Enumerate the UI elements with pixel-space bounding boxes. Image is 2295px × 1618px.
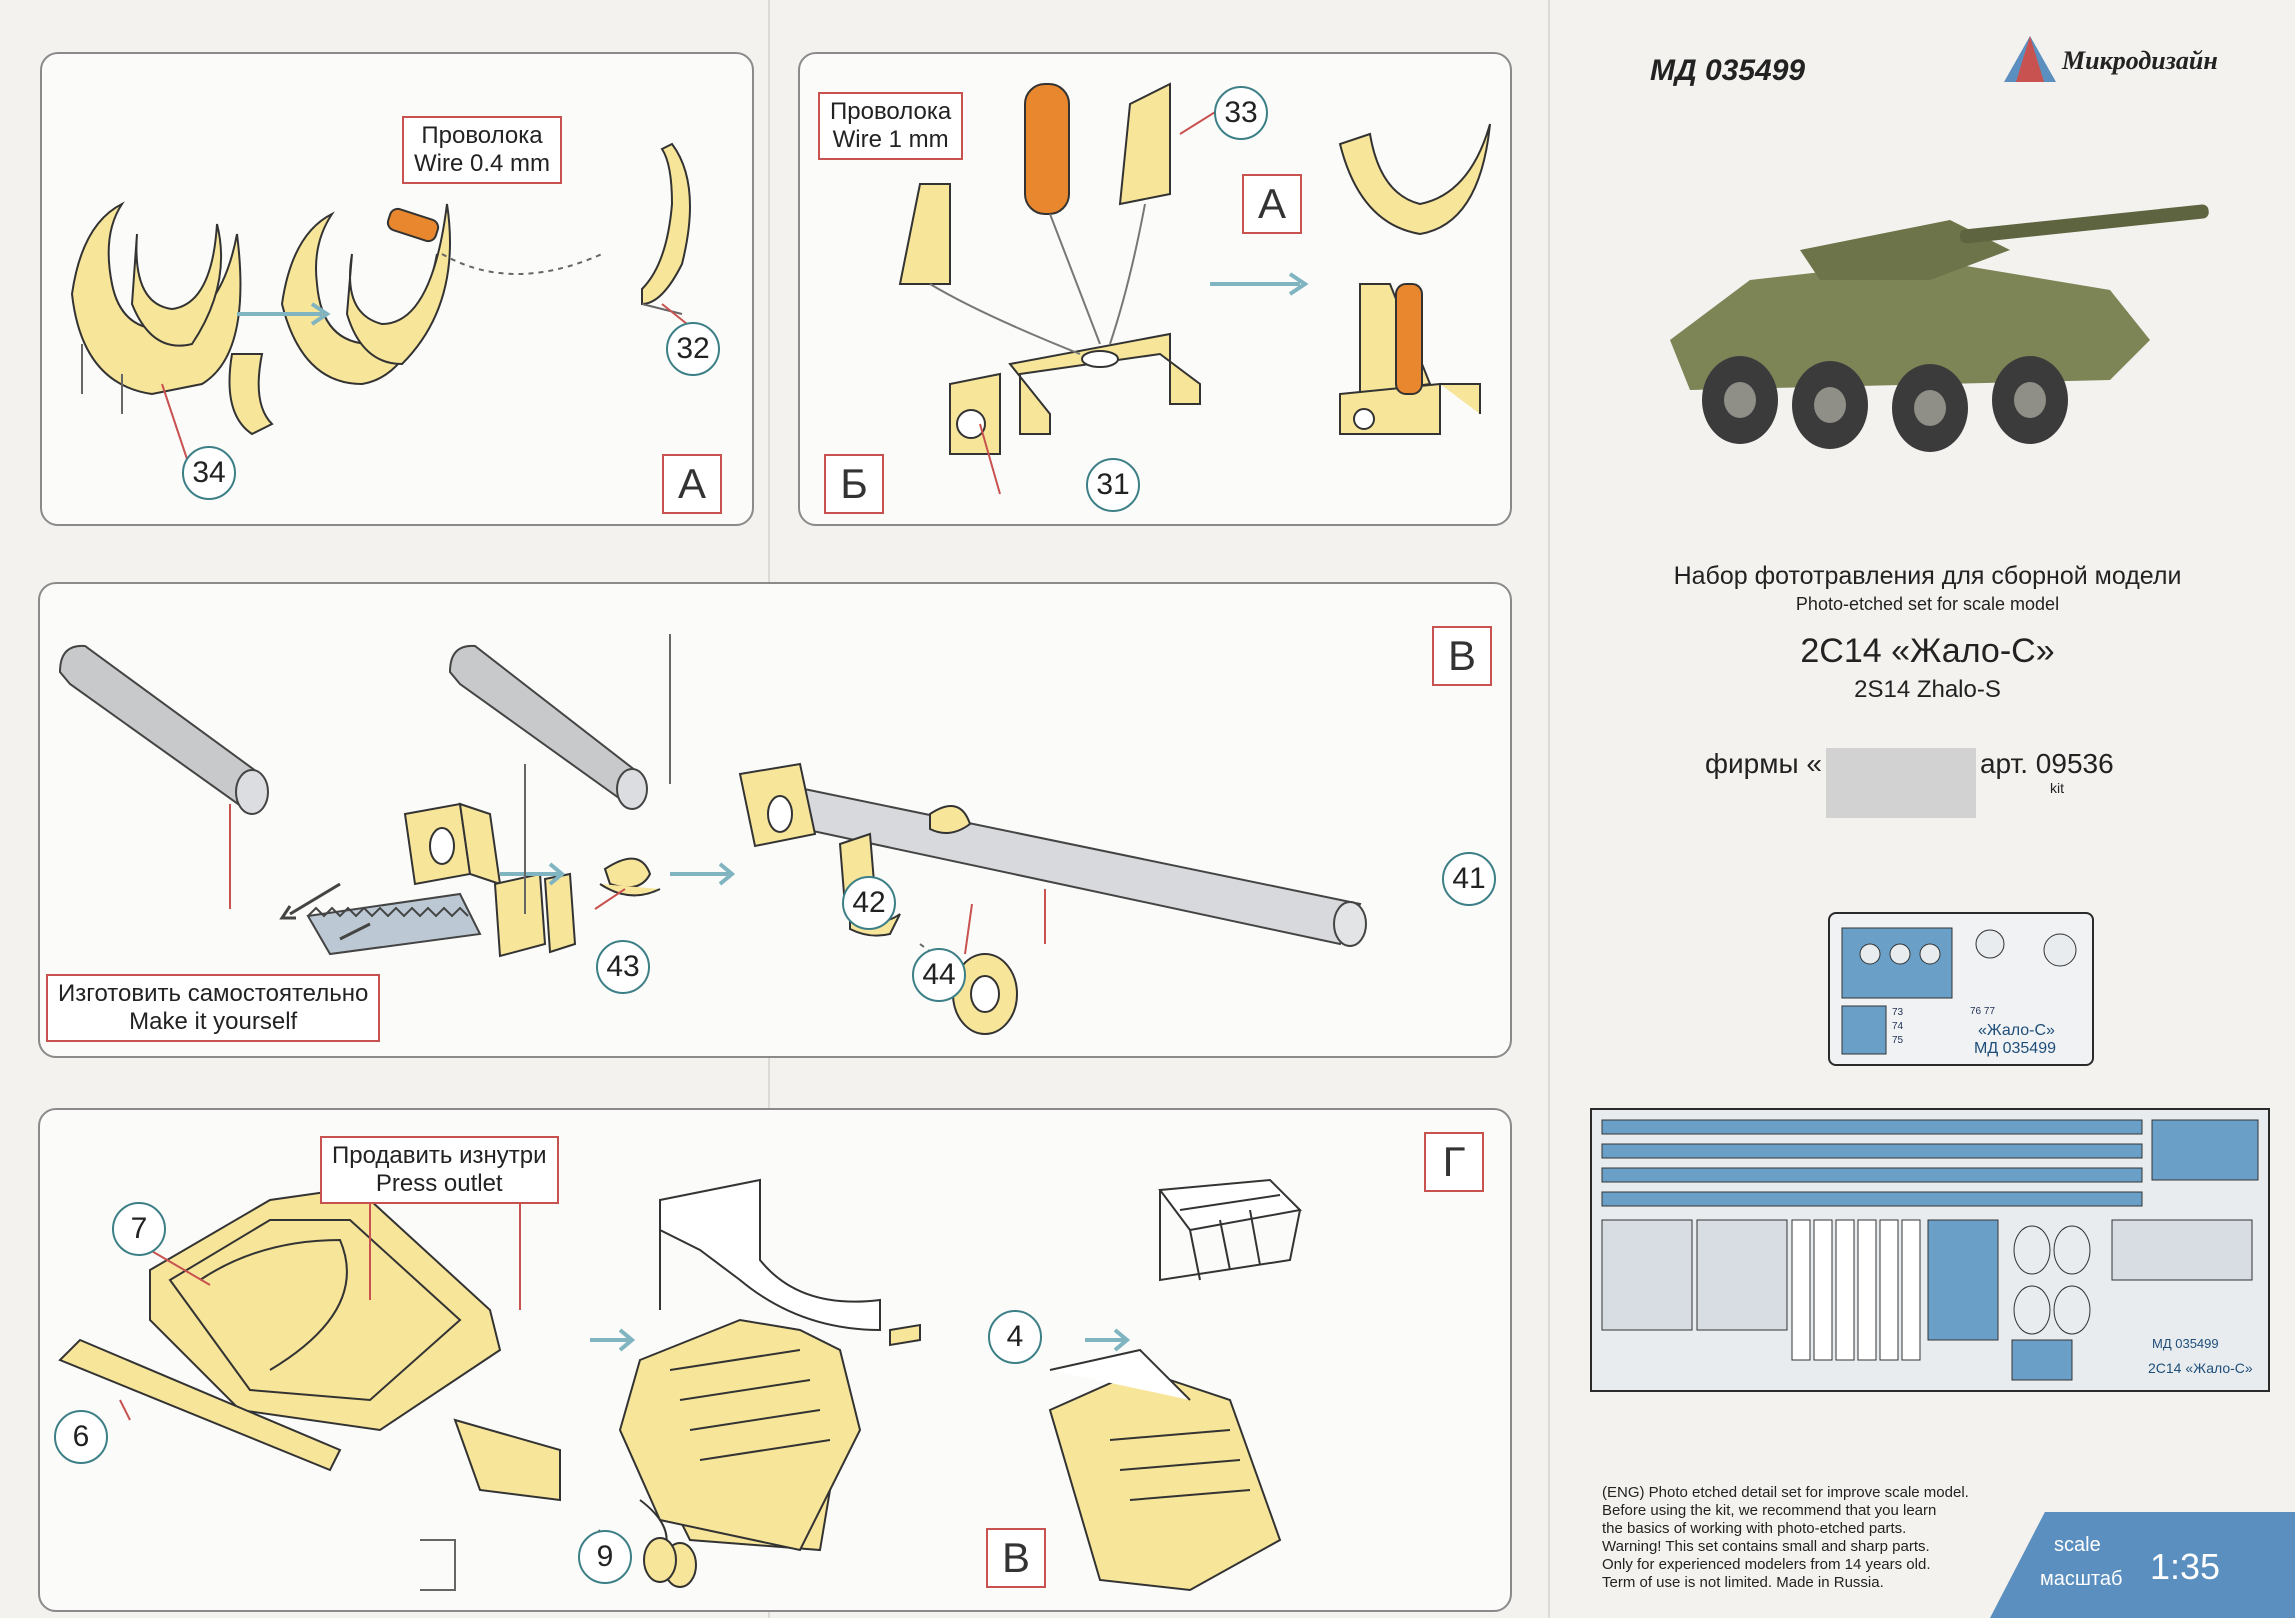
brand-logo: Микродизайн: [2000, 34, 2280, 84]
make-label-ru: Изготовить самостоятельно: [58, 980, 369, 1007]
part-number: 42: [842, 876, 896, 930]
article-number: арт. 09536: [1979, 748, 2114, 779]
panel-g-illustration: [58, 1170, 1303, 1592]
note-line: (ENG) Photo etched detail set for improv…: [1602, 1484, 1969, 1501]
kit-suffix: kit: [2050, 780, 2064, 796]
part-number: 4: [988, 1310, 1042, 1364]
panel-b-illustration: [898, 82, 1491, 495]
small-fret: 73 74 75 76 77 «Жало-С» МД 035499: [1828, 912, 2094, 1066]
brand-name: Микродизайн: [2062, 46, 2218, 75]
panel-inset-letter-v: В: [986, 1528, 1046, 1588]
part-number: 43: [596, 940, 650, 994]
scale-label-en: scale: [2054, 1534, 2101, 1556]
wire-label-a: Проволока Wire 0.4 mm: [402, 116, 563, 184]
large-fret: МД 035499 2С14 «Жало-С»: [1590, 1108, 2270, 1392]
wire-label-b: Проволока Wire 1 mm: [818, 92, 964, 160]
note-line: Warning! This set contains small and sha…: [1602, 1538, 1930, 1555]
fold-line-right: [1548, 0, 1550, 1618]
scale-value: 1:35: [2150, 1546, 2221, 1587]
panel-letter-v: В: [1432, 626, 1492, 686]
part-number: 32: [666, 322, 720, 376]
fret-number: 74: [1892, 1021, 1904, 1032]
panel-a: Проволока Wire 0.4 mm 34 32 А: [40, 52, 754, 526]
vehicle-image: [1670, 204, 2209, 452]
fret-number: 76: [1970, 1006, 1982, 1017]
wire-label-a-en: Wire 0.4 mm: [414, 150, 551, 177]
wire-label-b-en: Wire 1 mm: [832, 126, 949, 153]
panel-inset-letter-a: А: [1242, 174, 1302, 234]
press-label-en: Press outlet: [375, 1170, 503, 1197]
small-fret-code: МД 035499: [1974, 1040, 2056, 1057]
panel-letter-g: Г: [1424, 1132, 1484, 1192]
wire-label-a-ru: Проволока: [421, 122, 543, 149]
make-yourself-label: Изготовить самостоятельно Make it yourse…: [46, 974, 381, 1042]
panel-a-illustration: [70, 142, 713, 475]
scale-badge: scale масштаб 1:35: [1990, 1512, 2295, 1618]
note-line: Before using the kit, we recommend that …: [1602, 1502, 1937, 1519]
part-number: 6: [54, 1410, 108, 1464]
scale-label-ru: масштаб: [2040, 1568, 2123, 1590]
small-fret-numbers-right: 76 77: [1970, 1006, 1995, 1017]
panel-g: Продавить изнутри Press outlet 7 6 4 9 В…: [38, 1108, 1512, 1612]
product-name-ru: 2С14 «Жало-С»: [1800, 632, 2055, 670]
note-line: the basics of working with photo-etched …: [1602, 1520, 1907, 1537]
info-column: МД 035499 Микродизайн Набор фототравлени…: [1560, 0, 2295, 1618]
note-line: Term of use is not limited. Made in Russ…: [1602, 1574, 1884, 1591]
product-title-ru: Набор фототравления для сборной модели: [1673, 562, 2182, 590]
part-number: 33: [1214, 86, 1268, 140]
small-fret-numbers: 73 74 75: [1892, 1006, 1903, 1048]
fret-number: 77: [1983, 1006, 1996, 1017]
product-title-en: Photo-etched set for scale model: [1795, 594, 2060, 614]
redacted-block: [1825, 748, 1976, 818]
panel-v-illustration: [58, 634, 1367, 1035]
part-number: 34: [182, 446, 236, 500]
panel-letter-a: А: [662, 454, 722, 514]
firm-line: фирмы « арт. 09536 kit: [1705, 748, 2114, 818]
note-line: Only for experienced modelers from 14 ye…: [1602, 1556, 1931, 1573]
part-number: 41: [1442, 852, 1496, 906]
part-number: 7: [112, 1202, 166, 1256]
firm-prefix: фирмы «: [1705, 748, 1822, 779]
part-number: 31: [1086, 458, 1140, 512]
part-number: 9: [578, 1530, 632, 1584]
notes-block: (ENG) Photo etched detail set for improv…: [1602, 1484, 1969, 1592]
press-outlet-label: Продавить изнутри Press outlet: [320, 1136, 559, 1204]
large-fret-code: МД 035499: [2152, 1336, 2219, 1351]
part-number: 44: [912, 948, 966, 1002]
small-fret-label: «Жало-С»: [1978, 1022, 2055, 1039]
large-fret-label: 2С14 «Жало-С»: [2148, 1360, 2253, 1376]
fret-number: 75: [1892, 1035, 1904, 1046]
panel-b: Проволока Wire 1 mm 33 31 А Б: [798, 52, 1512, 526]
small-fret-parts: [1841, 927, 2077, 1055]
panel-letter-b: Б: [824, 454, 884, 514]
panel-v: Изготовить самостоятельно Make it yourse…: [38, 582, 1512, 1058]
fret-number: 73: [1892, 1007, 1904, 1018]
wire-label-b-ru: Проволока: [830, 98, 952, 125]
large-fret-parts: [1601, 1119, 2259, 1381]
product-name-en: 2S14 Zhalo-S: [1854, 676, 2001, 703]
brand-triangle-icon: [2004, 36, 2056, 82]
product-code: МД 035499: [1650, 54, 1806, 87]
make-label-en: Make it yourself: [129, 1008, 298, 1035]
press-label-ru: Продавить изнутри: [332, 1142, 547, 1169]
